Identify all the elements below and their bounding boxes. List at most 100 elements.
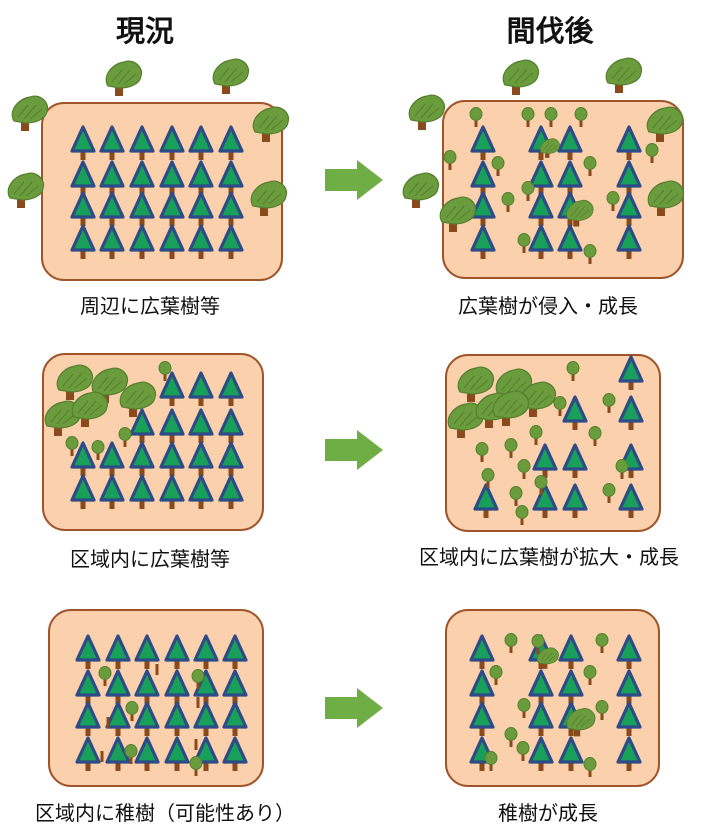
conifer-tree-icon	[193, 736, 219, 771]
sapling-icon	[504, 633, 518, 653]
conifer-tree-icon	[188, 474, 214, 509]
conifer-tree-icon	[129, 125, 155, 160]
sapling-icon	[602, 393, 616, 413]
conifer-tree-icon	[105, 669, 131, 704]
conifer-tree-icon	[618, 355, 644, 390]
conifer-tree-icon	[99, 125, 125, 160]
broadleaf-tree-icon	[250, 180, 288, 216]
sapling-icon	[516, 741, 530, 761]
conifer-tree-icon	[616, 736, 642, 771]
broadleaf-tree-icon	[119, 381, 157, 417]
conifer-tree-icon	[616, 634, 642, 669]
sapling-icon	[501, 192, 515, 212]
conifer-tree-icon	[188, 125, 214, 160]
sapling-icon	[475, 442, 489, 462]
conifer-tree-icon	[99, 474, 125, 509]
conifer-tree-icon	[616, 191, 642, 226]
sapling-icon	[544, 107, 558, 127]
broadleaf-tree-icon	[91, 367, 129, 403]
conifer-tree-icon	[99, 191, 125, 226]
sapling-icon	[443, 150, 457, 170]
conifer-tree-icon	[105, 736, 131, 771]
conifer-tree-icon	[159, 441, 185, 476]
sapling-icon	[521, 107, 535, 127]
conifer-tree-icon	[470, 160, 496, 195]
conifer-tree-icon	[558, 736, 584, 771]
conifer-tree-icon	[193, 634, 219, 669]
conifer-tree-icon	[193, 669, 219, 704]
sapling-icon	[531, 634, 545, 654]
broadleaf-tree-icon	[402, 172, 440, 208]
broadleaf-tree-icon	[647, 180, 685, 216]
conifer-tree-icon	[70, 191, 96, 226]
conifer-tree-icon	[528, 224, 554, 259]
broadleaf-tree-icon	[457, 366, 495, 402]
conifer-tree-icon	[562, 483, 588, 518]
broadleaf-tree-icon	[605, 57, 643, 93]
conifer-tree-icon	[557, 160, 583, 195]
header-after-thinning: 間伐後	[506, 14, 594, 48]
sapling-icon	[491, 156, 505, 176]
conifer-tree-icon	[70, 474, 96, 509]
sapling-icon	[566, 361, 580, 381]
sapling-icon	[615, 459, 629, 479]
conifer-tree-icon	[129, 441, 155, 476]
conifer-tree-icon	[99, 160, 125, 195]
conifer-tree-icon	[469, 634, 495, 669]
conifer-tree-icon	[218, 408, 244, 443]
sapling-icon	[158, 361, 172, 381]
conifer-tree-icon	[129, 408, 155, 443]
conifer-tree-icon	[188, 371, 214, 406]
sapling-icon	[583, 244, 597, 264]
sapling-icon	[517, 459, 531, 479]
conifer-tree-icon	[218, 474, 244, 509]
sapling-icon	[191, 669, 205, 689]
stand-row1-current	[41, 102, 283, 281]
sapling-icon	[583, 757, 597, 777]
conifer-tree-icon	[528, 160, 554, 195]
sapling-icon	[517, 698, 531, 718]
conifer-tree-icon	[164, 634, 190, 669]
conifer-tree-icon	[70, 224, 96, 259]
conifer-tree-icon	[188, 441, 214, 476]
sapling-icon	[553, 396, 567, 416]
broadleaf-tree-icon	[408, 94, 446, 130]
conifer-tree-icon	[532, 443, 558, 478]
broadleaf-tree-icon	[646, 106, 684, 142]
conifer-tree-icon	[222, 701, 248, 736]
sapling-icon	[481, 468, 495, 488]
conifer-tree-icon	[222, 634, 248, 669]
conifer-tree-icon	[134, 634, 160, 669]
conifer-tree-icon	[75, 701, 101, 736]
conifer-tree-icon	[159, 191, 185, 226]
sapling-icon	[574, 107, 588, 127]
conifer-tree-icon	[164, 701, 190, 736]
conifer-tree-icon	[164, 736, 190, 771]
sapling-icon	[534, 475, 548, 495]
sapling-icon	[65, 436, 79, 456]
sapling-icon	[504, 727, 518, 747]
conifer-tree-icon	[558, 669, 584, 704]
broadleaf-tree-icon	[105, 60, 143, 96]
conifer-tree-icon	[159, 371, 185, 406]
conifer-tree-icon	[164, 669, 190, 704]
broadleaf-tree-icon	[539, 138, 560, 158]
sapling-icon	[489, 665, 503, 685]
broadleaf-tree-icon	[252, 106, 290, 142]
conifer-tree-icon	[470, 191, 496, 226]
conifer-tree-icon	[222, 669, 248, 704]
sapling-icon	[98, 666, 112, 686]
conifer-tree-icon	[616, 224, 642, 259]
sapling-icon	[645, 143, 659, 163]
conifer-tree-icon	[562, 443, 588, 478]
conifer-tree-icon	[99, 224, 125, 259]
header-current: 現況	[115, 14, 174, 48]
broadleaf-tree-icon	[502, 59, 540, 95]
conifer-tree-icon	[218, 160, 244, 195]
arrow-row1	[325, 160, 383, 200]
conifer-tree-icon	[75, 634, 101, 669]
sapling-icon	[515, 505, 529, 525]
sapling-icon	[588, 426, 602, 446]
conifer-tree-icon	[222, 736, 248, 771]
